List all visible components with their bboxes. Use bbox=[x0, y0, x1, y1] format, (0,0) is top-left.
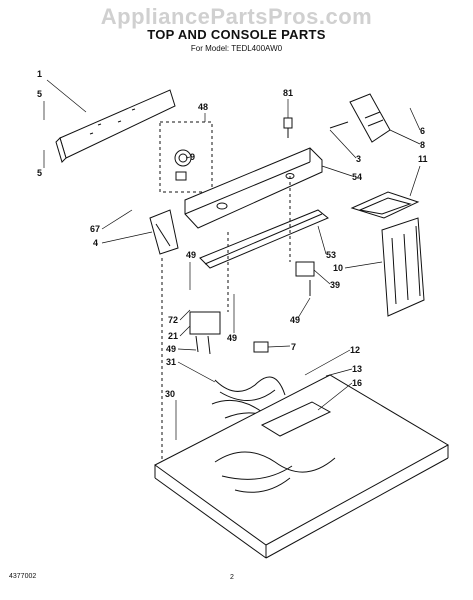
part-label: 5 bbox=[37, 89, 42, 99]
part-label: 1 bbox=[37, 69, 42, 79]
part-label: 7 bbox=[291, 342, 296, 352]
part-label: 6 bbox=[420, 126, 425, 136]
leader-lines bbox=[43, 79, 421, 440]
wire-harness bbox=[211, 376, 286, 423]
console-side-cover bbox=[149, 209, 179, 255]
console-back-panel bbox=[59, 89, 176, 159]
diagram-title: TOP AND CONSOLE PARTS bbox=[147, 27, 326, 42]
lint-screen bbox=[381, 217, 425, 317]
control-console bbox=[184, 147, 323, 229]
knob-group-outline bbox=[159, 121, 213, 193]
part-label: 21 bbox=[168, 331, 178, 341]
part-label: 49 bbox=[227, 333, 237, 343]
part-label: 53 bbox=[326, 250, 336, 260]
part-label: 4 bbox=[93, 238, 98, 248]
end-cap bbox=[349, 93, 391, 143]
part-label: 10 bbox=[333, 263, 343, 273]
push-switch bbox=[295, 261, 315, 277]
part-label: 81 bbox=[283, 88, 293, 98]
document-number: 4377002 bbox=[9, 573, 37, 580]
part-label: 5 bbox=[37, 168, 42, 178]
part-label: 67 bbox=[90, 224, 100, 234]
watermark: AppliancePartsPros.com bbox=[100, 4, 373, 29]
part-label: 13 bbox=[352, 364, 362, 374]
part-label: 54 bbox=[352, 172, 362, 182]
part-label: 9 bbox=[190, 152, 195, 162]
model-subtitle: For Model: TEDL400AW0 bbox=[190, 44, 283, 53]
part-label: 49 bbox=[186, 250, 196, 260]
part-label: 48 bbox=[198, 102, 208, 112]
part-label: 16 bbox=[352, 378, 362, 388]
page-number: 2 bbox=[230, 574, 234, 581]
part-label: 30 bbox=[165, 389, 175, 399]
part-label: 11 bbox=[418, 154, 428, 164]
part-label: 8 bbox=[420, 140, 425, 150]
part-label: 72 bbox=[168, 315, 178, 325]
part-label: 3 bbox=[356, 154, 361, 164]
lower-wiring bbox=[214, 451, 336, 493]
connector bbox=[253, 341, 269, 353]
part-label: 49 bbox=[166, 344, 176, 354]
part-label: 31 bbox=[166, 357, 176, 367]
timer bbox=[189, 311, 221, 335]
cabinet-top bbox=[154, 374, 450, 546]
part-label: 12 bbox=[350, 345, 360, 355]
part-label: 39 bbox=[330, 280, 340, 290]
part-label: 49 bbox=[290, 315, 300, 325]
part-labels: 1 5 5 48 9 81 6 8 3 54 11 67 4 49 53 10 … bbox=[37, 69, 428, 399]
